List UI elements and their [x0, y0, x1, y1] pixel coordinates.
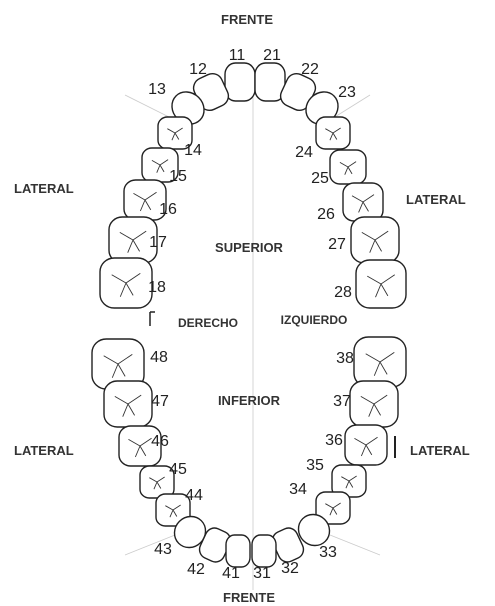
tooth-number-36: 36: [325, 432, 343, 449]
tooth-number-26: 26: [317, 206, 335, 223]
tooth-number-24: 24: [295, 144, 313, 161]
tooth-37[interactable]: [350, 381, 398, 427]
label-derecho: DERECHO: [178, 316, 238, 330]
tooth-47[interactable]: [104, 381, 152, 427]
tooth-36[interactable]: [345, 425, 387, 465]
tooth-number-13: 13: [148, 81, 166, 98]
tooth-outline: [252, 535, 276, 567]
tooth-outline: [225, 63, 255, 101]
label-lateral-lower-right: LATERAL: [410, 443, 470, 458]
tooth-number-11: 11: [229, 47, 246, 64]
tooth-number-15: 15: [169, 168, 187, 185]
tooth-25[interactable]: [330, 150, 366, 184]
label-inferior: INFERIOR: [218, 393, 281, 408]
tooth-number-37: 37: [333, 393, 351, 410]
tooth-27[interactable]: [351, 217, 399, 263]
tooth-number-43: 43: [154, 541, 172, 558]
tooth-number-34: 34: [289, 481, 307, 498]
label-superior: SUPERIOR: [215, 240, 284, 255]
tooth-31[interactable]: [252, 535, 276, 567]
tooth-24[interactable]: [316, 117, 350, 149]
label-top-frente: FRENTE: [221, 12, 273, 27]
tooth-number-17: 17: [149, 234, 167, 251]
tooth-number-18: 18: [148, 279, 166, 296]
tooth-number-28: 28: [334, 284, 352, 301]
teeth: [92, 63, 406, 567]
tooth-number-44: 44: [185, 487, 203, 504]
tooth-number-12: 12: [189, 61, 207, 78]
tooth-outline: [226, 535, 250, 567]
tooth-number-31: 31: [253, 565, 271, 582]
tooth-number-27: 27: [328, 236, 346, 253]
tooth-41[interactable]: [226, 535, 250, 567]
tooth-number-14: 14: [184, 142, 202, 159]
tooth-number-48: 48: [150, 349, 168, 366]
tooth-38[interactable]: [354, 337, 406, 387]
tooth-number-33: 33: [319, 544, 337, 561]
tooth-number-32: 32: [281, 560, 299, 577]
tooth-number-23: 23: [338, 84, 356, 101]
tooth-number-45: 45: [169, 461, 187, 478]
tooth-number-42: 42: [187, 561, 205, 578]
label-lateral-upper-left: LATERAL: [14, 181, 74, 196]
tooth-number-22: 22: [301, 61, 319, 78]
label-bottom-frente: FRENTE: [223, 590, 275, 605]
tooth-number-38: 38: [336, 350, 354, 367]
label-lateral-lower-left: LATERAL: [14, 443, 74, 458]
tooth-11[interactable]: [225, 63, 255, 101]
tooth-18[interactable]: [100, 258, 152, 308]
tooth-26[interactable]: [343, 183, 383, 221]
label-lateral-upper-right: LATERAL: [406, 192, 466, 207]
tooth-28[interactable]: [356, 260, 406, 308]
tooth-number-16: 16: [159, 201, 177, 218]
tooth-number-47: 47: [151, 393, 169, 410]
tooth-number-25: 25: [311, 170, 329, 187]
tooth-number-35: 35: [306, 457, 324, 474]
tooth-number-41: 41: [222, 565, 240, 582]
label-izquierdo: IZQUIERDO: [281, 313, 348, 327]
tooth-number-46: 46: [151, 433, 169, 450]
tooth-number-21: 21: [263, 47, 281, 64]
